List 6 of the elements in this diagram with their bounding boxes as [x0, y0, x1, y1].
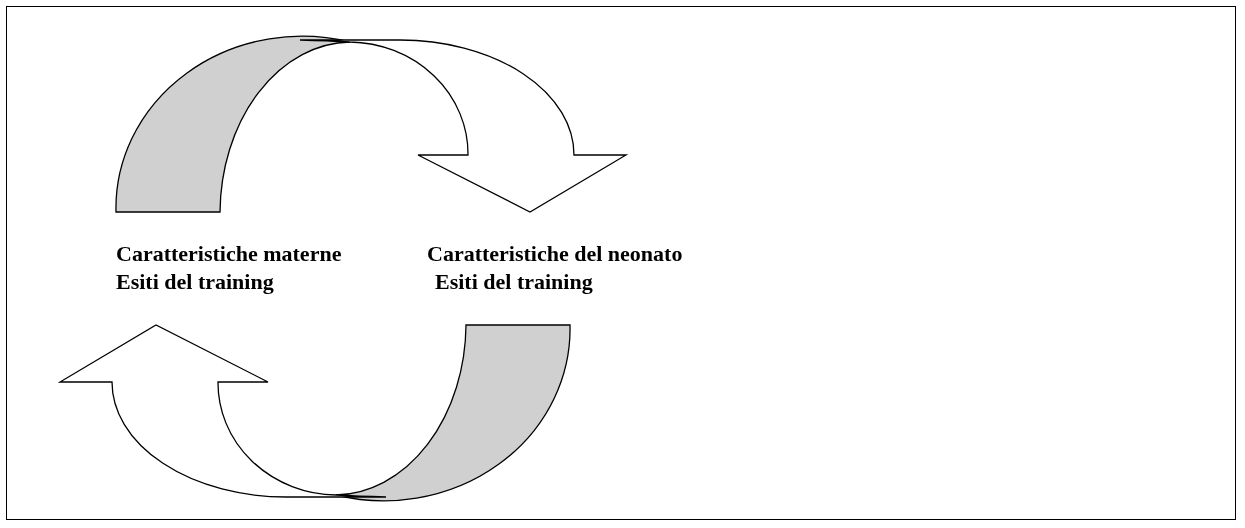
node-label: Caratteristiche del neonato [427, 240, 683, 268]
curved-arrow [115, 35, 627, 213]
curved-arrow [59, 324, 571, 502]
node-label: Esiti del training [116, 268, 275, 296]
node-label: Esiti del training [435, 268, 594, 296]
node-label: Caratteristiche materne [116, 240, 342, 268]
